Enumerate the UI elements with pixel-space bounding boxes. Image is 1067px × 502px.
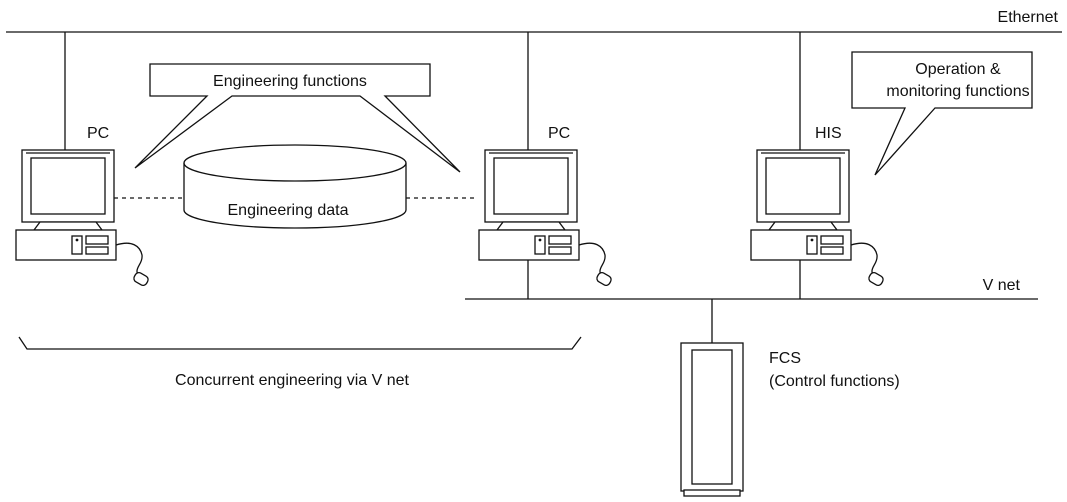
operation-monitoring-label-line2: monitoring functions	[886, 83, 1029, 100]
vnet-label: V net	[983, 277, 1021, 294]
pc-right-computer	[478, 149, 614, 288]
operation-monitoring-callout	[851, 51, 1033, 176]
fcs-label-line1: FCS	[769, 350, 801, 367]
pc-left-computer	[15, 149, 151, 288]
concurrent-engineering-label: Concurrent engineering via V net	[175, 372, 409, 389]
engineering-functions-callout	[134, 63, 461, 173]
fcs-label-line2: (Control functions)	[769, 373, 900, 390]
ethernet-label: Ethernet	[998, 9, 1059, 26]
his-label: HIS	[815, 125, 842, 142]
engineering-data-database	[183, 144, 407, 229]
pc-right-label: PC	[548, 125, 570, 142]
concurrent-engineering-bracket	[18, 336, 582, 350]
fcs-cabinet	[680, 342, 744, 497]
his-computer	[750, 149, 886, 288]
engineering-data-label: Engineering data	[228, 202, 349, 219]
pc-left-label: PC	[87, 125, 109, 142]
operation-monitoring-label-line1: Operation &	[915, 61, 1001, 78]
engineering-functions-label: Engineering functions	[213, 73, 367, 90]
